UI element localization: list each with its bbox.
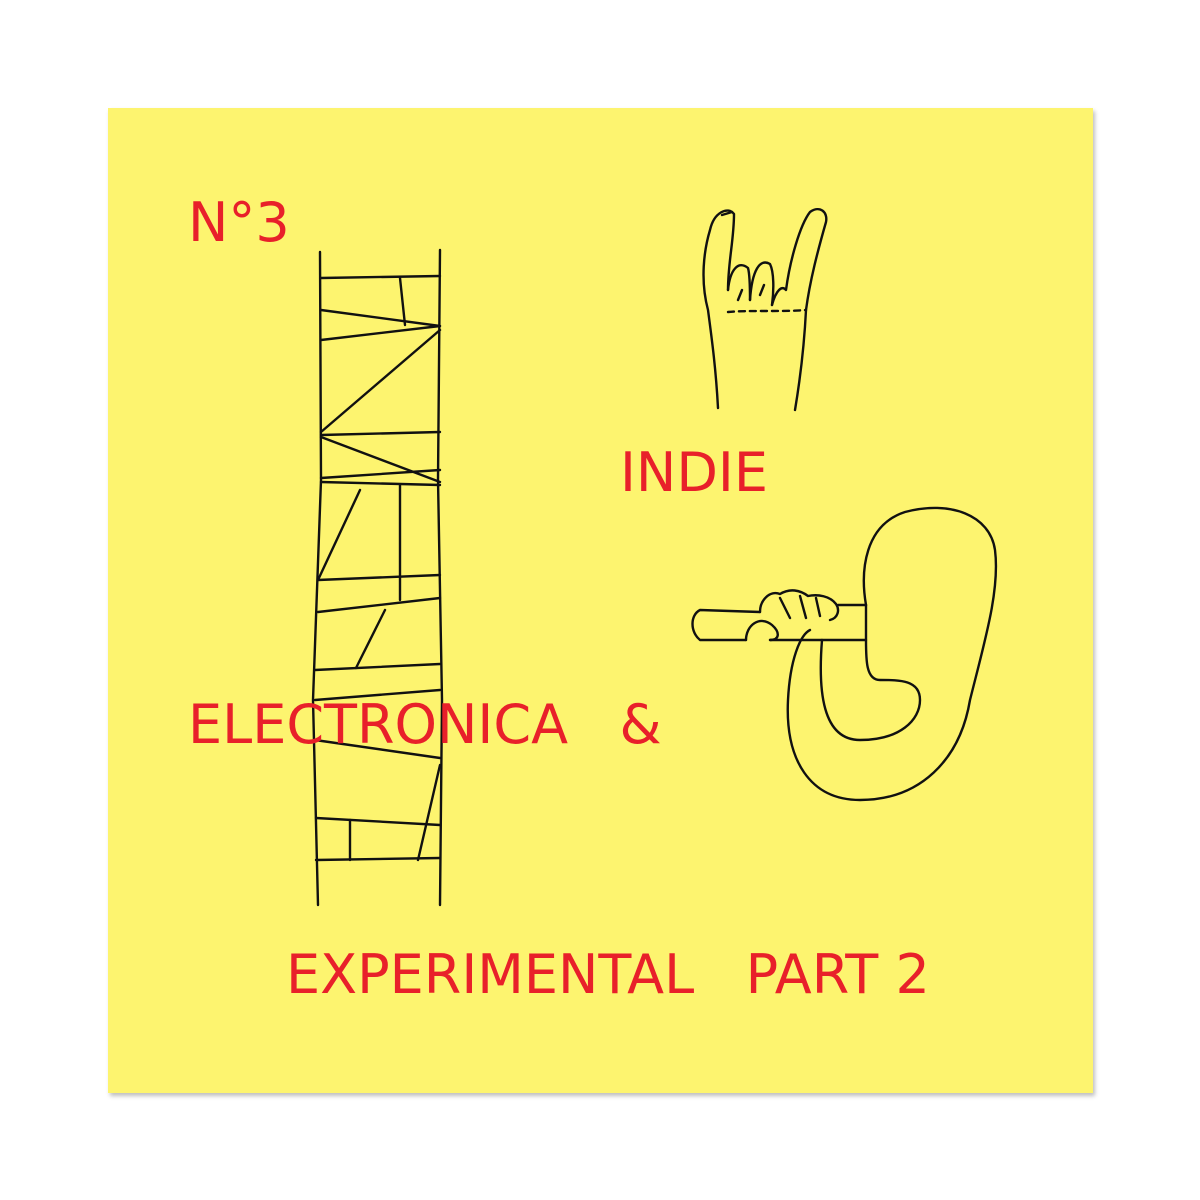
album-cover xyxy=(108,108,1093,1093)
rock-hand-drawing xyxy=(702,208,828,412)
hand-holding-handle-drawing xyxy=(691,506,998,802)
genre-experimental-part: EXPERIMENTAL PART 2 xyxy=(286,943,930,1006)
ladder-drawing xyxy=(311,248,444,907)
genre-electronica: ELECTRONICA & xyxy=(188,693,662,756)
issue-number: N°3 xyxy=(188,191,290,254)
genre-indie: INDIE xyxy=(620,441,768,504)
line-drawings xyxy=(311,208,998,907)
